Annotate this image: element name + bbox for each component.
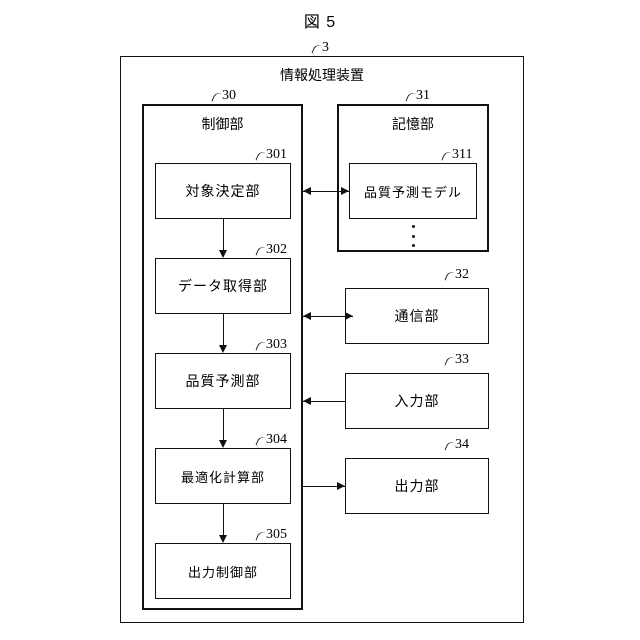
figure-title: 図 5	[303, 14, 337, 31]
group-box-storage-unit-label: 記憶部	[392, 116, 434, 132]
connector-301-311-arrow-left	[303, 186, 311, 195]
outer-box-label: 情報処理装置	[280, 67, 364, 83]
unit-box-output-control-label: 出力制御部	[187, 564, 258, 580]
connector-303-304-arrow	[218, 440, 227, 448]
connector-301-311	[303, 191, 349, 192]
unit-box-quality-prediction-model: 品質予測モデル	[349, 163, 477, 219]
connector-301-302	[223, 219, 224, 250]
unit-box-quality-prediction-model-label: 品質予測モデル	[363, 184, 462, 200]
ref-numeral-301: 301	[266, 147, 287, 162]
unit-box-quality-prediction: 品質予測部	[155, 353, 291, 409]
ref-numeral-31: 31	[416, 88, 430, 103]
connector-302-303	[223, 314, 224, 345]
unit-box-output: 出力部	[345, 458, 489, 514]
ref-numeral-305: 305	[266, 527, 287, 542]
unit-box-input-label: 入力部	[394, 393, 440, 409]
unit-box-input: 入力部	[345, 373, 489, 429]
connector-303-304	[223, 409, 224, 440]
ref-numeral-3: 3	[322, 40, 329, 55]
ref-numeral-30: 30	[222, 88, 236, 103]
unit-box-output-label: 出力部	[394, 478, 440, 494]
unit-box-communication: 通信部	[345, 288, 489, 344]
connector-304-34	[303, 486, 345, 487]
connector-33-303	[303, 401, 345, 402]
connector-304-305-arrow	[218, 535, 227, 543]
connector-302-32-arrow-left	[303, 311, 311, 320]
ref-numeral-33: 33	[455, 352, 469, 367]
connector-301-311-arrow-right	[341, 186, 349, 195]
ref-numeral-311: 311	[452, 147, 473, 162]
unit-box-optimization-calculation-label: 最適化計算部	[180, 469, 265, 485]
connector-304-34-arrow	[337, 481, 345, 490]
storage-ellipsis	[408, 225, 418, 247]
ref-numeral-304: 304	[266, 432, 287, 447]
unit-box-output-control: 出力制御部	[155, 543, 291, 599]
ref-numeral-303: 303	[266, 337, 287, 352]
unit-box-communication-label: 通信部	[394, 308, 440, 324]
connector-302-32-arrow-right	[345, 311, 353, 320]
connector-304-305	[223, 504, 224, 535]
unit-box-target-determination-label: 対象決定部	[185, 183, 261, 199]
unit-box-optimization-calculation: 最適化計算部	[155, 448, 291, 504]
group-box-control-unit-label: 制御部	[201, 116, 244, 132]
connector-302-303-arrow	[218, 345, 227, 353]
connector-33-303-arrow	[303, 396, 311, 405]
unit-box-quality-prediction-label: 品質予測部	[185, 373, 261, 389]
connector-301-302-arrow	[218, 250, 227, 258]
connector-302-32	[303, 316, 353, 317]
unit-box-data-acquisition: データ取得部	[155, 258, 291, 314]
unit-box-target-determination: 対象決定部	[155, 163, 291, 219]
unit-box-data-acquisition-label: データ取得部	[178, 278, 268, 294]
ref-numeral-34: 34	[455, 437, 469, 452]
ref-numeral-32: 32	[455, 267, 469, 282]
ref-numeral-302: 302	[266, 242, 287, 257]
